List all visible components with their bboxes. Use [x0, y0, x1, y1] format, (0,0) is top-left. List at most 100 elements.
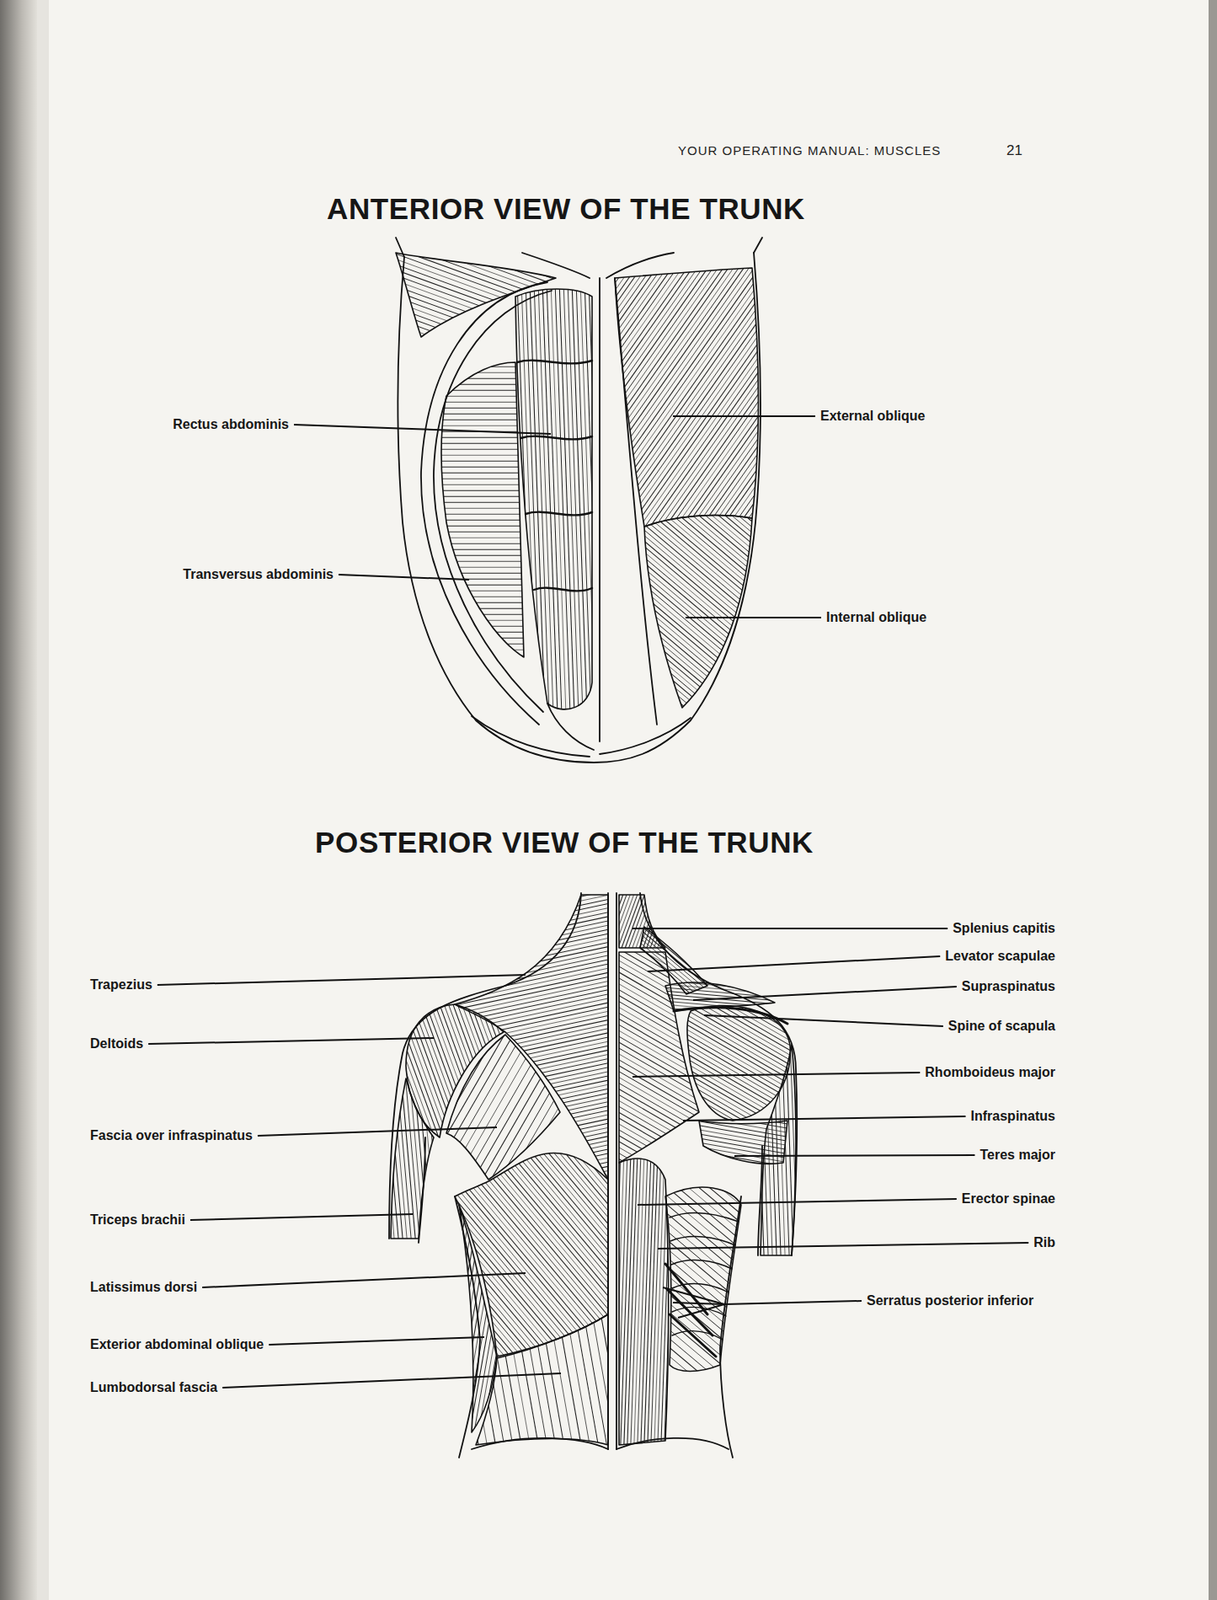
hatch-line [608, 1234, 764, 1365]
hatch-line [539, 1036, 737, 1152]
hatch-line [720, 357, 892, 604]
hatch-line [667, 890, 744, 954]
hatch-line [616, 285, 789, 531]
hatch-line [401, 229, 576, 293]
hatch-line [390, 1092, 710, 1161]
hatch-line [536, 1151, 547, 1446]
leader-line [637, 1198, 957, 1205]
hatch-line [457, 1147, 624, 1346]
hatch-line [617, 1223, 773, 1354]
hatch-line [552, 1219, 593, 1451]
leader-line [683, 1115, 967, 1121]
hatch-line [367, 981, 687, 1050]
hatch-line [405, 1158, 725, 1227]
gluteal-line [471, 1437, 729, 1449]
hatch-line [605, 547, 778, 692]
hatch-line [327, 602, 637, 604]
hatch-line [394, 1191, 435, 1423]
tendinous-intersection [517, 360, 593, 592]
hatch-line [579, 966, 778, 1082]
hatch-line [371, 1076, 386, 1245]
muscle-region [619, 1158, 669, 1445]
muscle-region [475, 1313, 609, 1445]
hatch-line [643, 501, 816, 646]
hatch-line [823, 1039, 832, 1256]
hatch-line [362, 960, 683, 1030]
hatch-group [631, 955, 847, 1169]
hatch-line [603, 276, 775, 522]
hatch-line [360, 948, 680, 1017]
hatch-line [542, 283, 558, 715]
hatch-line [595, 560, 768, 705]
hatch-line [570, 1152, 581, 1447]
leader-line [202, 1272, 526, 1287]
hatch-line [748, 277, 764, 708]
hatch-line [327, 372, 637, 374]
hatch-line [640, 505, 813, 650]
hatch-line [512, 213, 685, 459]
hatch-line [327, 543, 637, 545]
hatch-line [327, 443, 637, 444]
hatch-line [352, 290, 369, 721]
hatch-line [381, 1046, 701, 1116]
muscle-label: Infraspinatus [971, 1108, 1056, 1124]
muscle-label: Rib [1033, 1234, 1056, 1250]
hatch-line [585, 263, 758, 509]
hatch-line [412, 1000, 507, 1164]
hatch-line [500, 285, 516, 716]
hatch-line [546, 1151, 557, 1446]
hatch-line [629, 517, 802, 662]
section-heading: POSTERIOR VIEW OF THE TRUNK [314, 825, 814, 860]
hatch-line [480, 1067, 496, 1236]
hatch-line [600, 553, 773, 698]
hatch-line [403, 288, 419, 720]
hatch-line [562, 598, 735, 743]
hatch-line [405, 1191, 572, 1390]
hatch-line [487, 285, 503, 716]
hatch-line [557, 605, 730, 750]
hatch-line [341, 857, 661, 926]
hatch-line [333, 1079, 348, 1249]
hatch-line [533, 284, 550, 716]
muscle-region [760, 1044, 796, 1255]
hatch-line [529, 284, 545, 716]
hatch-line [665, 893, 742, 957]
hatch-line [667, 933, 784, 944]
hatch-line [504, 285, 520, 716]
hatch-line [430, 1071, 445, 1240]
muscle-region [619, 951, 700, 1163]
hatch-line [601, 875, 627, 945]
hatch-line [457, 979, 515, 1138]
hatch-line [616, 533, 789, 678]
hatch-line [705, 1043, 714, 1260]
hatch-line [471, 1034, 566, 1197]
hatch-line [415, 1195, 456, 1426]
hatch-line [473, 1134, 640, 1333]
hatch-line [713, 352, 886, 598]
hatch-line [566, 1152, 577, 1447]
hatch-line [554, 1010, 753, 1126]
hatch-line [802, 1040, 811, 1257]
hatch-line [476, 1067, 492, 1237]
hatch-line [564, 249, 737, 495]
hatch-line [853, 1038, 861, 1255]
hatch-line [375, 1076, 390, 1245]
hatch-line [568, 251, 741, 497]
hatch-line [568, 1222, 609, 1453]
hatch-line [555, 283, 571, 715]
hatch-line [341, 861, 662, 930]
hatch-line [580, 282, 596, 714]
hatch-line [460, 1203, 502, 1435]
hatch-line [603, 1239, 759, 1370]
hatch-line [360, 1229, 527, 1428]
hatch-line [701, 969, 839, 1049]
hatch-line [648, 1060, 785, 1140]
hatch-line [327, 448, 637, 450]
hatch-line [587, 1152, 598, 1447]
hatch-line [492, 1149, 503, 1444]
hatch-line [546, 618, 719, 763]
hatch-line [389, 1190, 431, 1422]
hatch-line [677, 1151, 833, 1282]
muscle-label: Levator scapulae [944, 948, 1056, 964]
